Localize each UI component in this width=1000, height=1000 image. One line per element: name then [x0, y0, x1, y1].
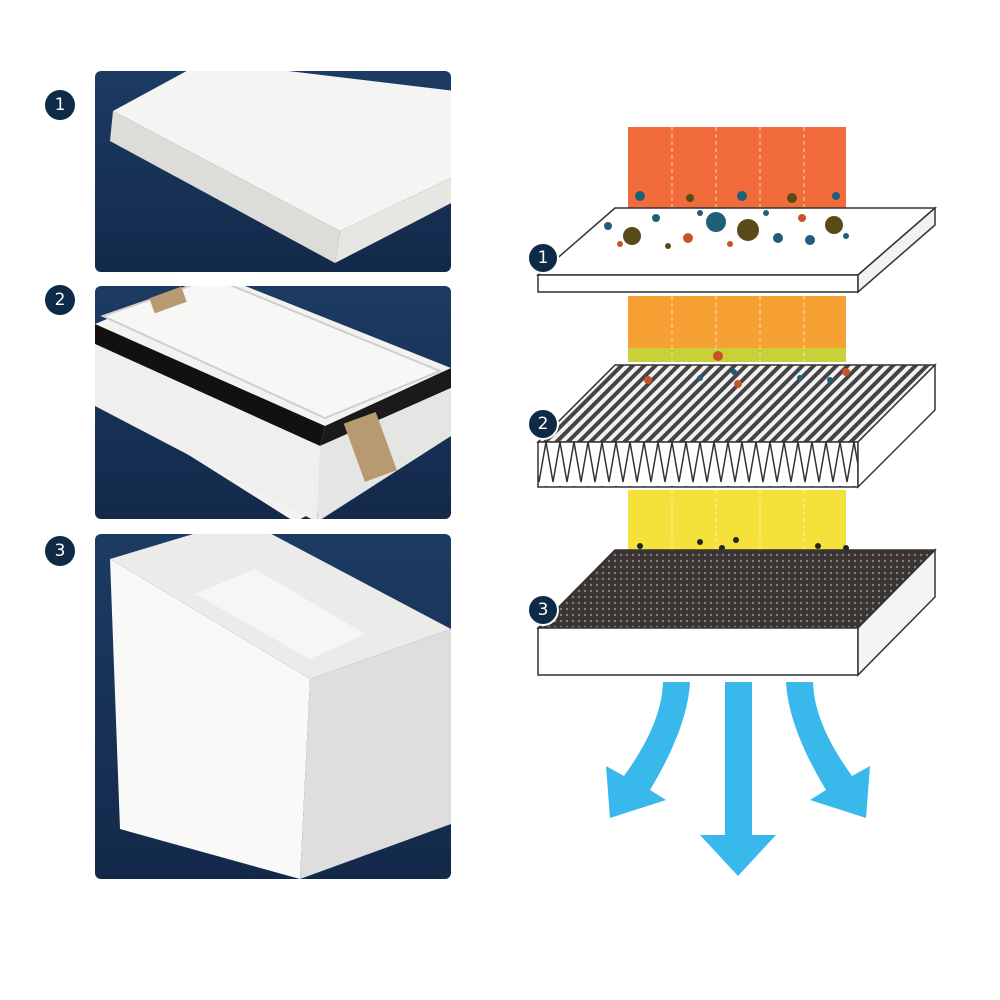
step-badge-1: 1 — [45, 90, 75, 120]
arrow-down-right — [786, 682, 870, 818]
layer-2-hepa — [536, 363, 937, 489]
layer-3-carbon — [536, 548, 937, 677]
activated-carbon-filter-image — [110, 534, 451, 879]
arrow-down-center — [700, 682, 776, 876]
air-stream-hot — [628, 127, 846, 209]
step-badge-2: 2 — [45, 285, 75, 315]
hepa-filter-image — [95, 286, 451, 519]
pre-filter-photo-panel — [95, 71, 451, 272]
arrow-down-left — [606, 682, 690, 818]
air-stream-warm — [628, 296, 846, 362]
air-stream-mild — [628, 490, 849, 551]
clean-air-arrows — [606, 682, 870, 876]
diagram-badge-3: 3 — [527, 594, 559, 626]
layer-1-pre-filter — [535, 206, 938, 294]
diagram-badge-1: 1 — [527, 242, 559, 274]
carbon-filter-photo-panel — [95, 534, 451, 879]
pre-filter-cotton-image — [110, 71, 451, 263]
hepa-filter-photo-panel — [95, 286, 451, 519]
diagram-badge-2: 2 — [527, 408, 559, 440]
step-badge-3: 3 — [45, 536, 75, 566]
dust-particles-large — [604, 191, 849, 249]
